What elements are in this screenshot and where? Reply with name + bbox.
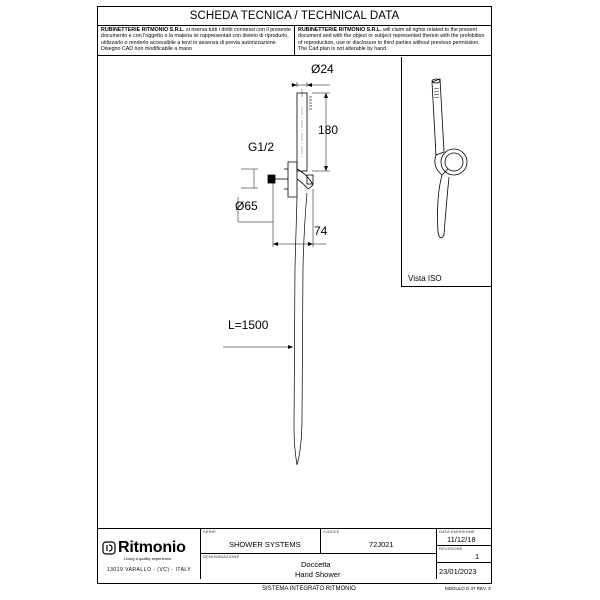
ritmonio-logo-icon [102, 541, 116, 555]
serie-value: SHOWER SYSTEMS [229, 540, 301, 549]
holder-clip [306, 174, 314, 185]
company-address: 13019 VARALLO - (VC) - ITALY [106, 567, 192, 573]
thread-fitting [267, 174, 276, 184]
denominazione-cell: DENOMINAZIONE Doccetta Hand Shower [201, 554, 437, 579]
emissione-cell: DATA EMISSIONE 11/12/18 [437, 529, 491, 546]
revision-date-value: 23/01/2023 [439, 567, 477, 576]
denominazione-italian: Doccetta [301, 560, 331, 569]
codice-caption: CODICE [323, 529, 340, 534]
brand-name: Ritmonio [118, 539, 186, 556]
wall-bracket [287, 161, 298, 198]
revision-date-cell: 23/01/2023 [437, 563, 491, 579]
title-block: Ritmonio Living a quality experience. 13… [98, 528, 491, 579]
iso-view-drawing [431, 78, 468, 239]
codice-value: 72J021 [369, 540, 394, 549]
diameter-base-dimension: Ø65 [235, 199, 258, 213]
hose-length-dimension: L=1500 [228, 318, 269, 332]
emissione-value: 11/12/18 [447, 535, 476, 544]
shower-handle [296, 92, 308, 172]
iso-view-label: Vista ISO [408, 274, 442, 283]
notice-company: RUBINETTERIE RITMONIO S.R.L. [298, 27, 382, 33]
revisione-value: 1 [475, 552, 480, 561]
depth-dimension: 74 [314, 224, 328, 238]
thread-dimension: G1/2 [248, 140, 275, 154]
emissione-caption: DATA EMISSIONE [439, 529, 475, 534]
revisione-cell: REVISIONE 1 [437, 546, 491, 563]
codice-cell: CODICE 72J021 [321, 529, 437, 554]
spray-nozzles [309, 96, 312, 110]
height-dimension: 180 [318, 123, 339, 137]
notice-text: si riserva tutti i diritti connessi con … [101, 27, 291, 53]
technical-sheet-frame: SCHEDA TECNICA / TECHNICAL DATA RUBINETT… [97, 6, 492, 584]
denominazione-caption: DENOMINAZIONE [203, 554, 240, 559]
diameter-top-dimension: Ø24 [311, 62, 334, 76]
copyright-notice-english: RUBINETTERIE RITMONIO S.R.L. will claim … [295, 26, 491, 56]
hose [293, 192, 308, 466]
serie-caption: SERIE [203, 529, 217, 534]
iso-view-panel: Vista ISO [401, 57, 491, 287]
sheet-title: SCHEDA TECNICA / TECHNICAL DATA [98, 7, 491, 26]
hand-shower-drawing [223, 82, 330, 466]
brand-tagline: Living a quality experience. [124, 556, 173, 561]
footer-system-label: SISTEMA INTEGRATO RITMONIO [262, 586, 356, 592]
serie-cell: SERIE SHOWER SYSTEMS [201, 529, 321, 554]
revisione-caption: REVISIONE [439, 546, 463, 551]
footer-module-label: MODULO D.37 REV. 3 [445, 586, 491, 591]
notice-company: RUBINETTERIE RITMONIO S.R.L. [101, 27, 185, 33]
copyright-notice-italian: RUBINETTERIE RITMONIO S.R.L. si riserva … [98, 26, 295, 56]
notice-text: will claim all rights related to the pre… [298, 27, 485, 53]
denominazione-english: Hand Shower [295, 570, 341, 579]
brand-cell: Ritmonio Living a quality experience. 13… [98, 529, 201, 579]
